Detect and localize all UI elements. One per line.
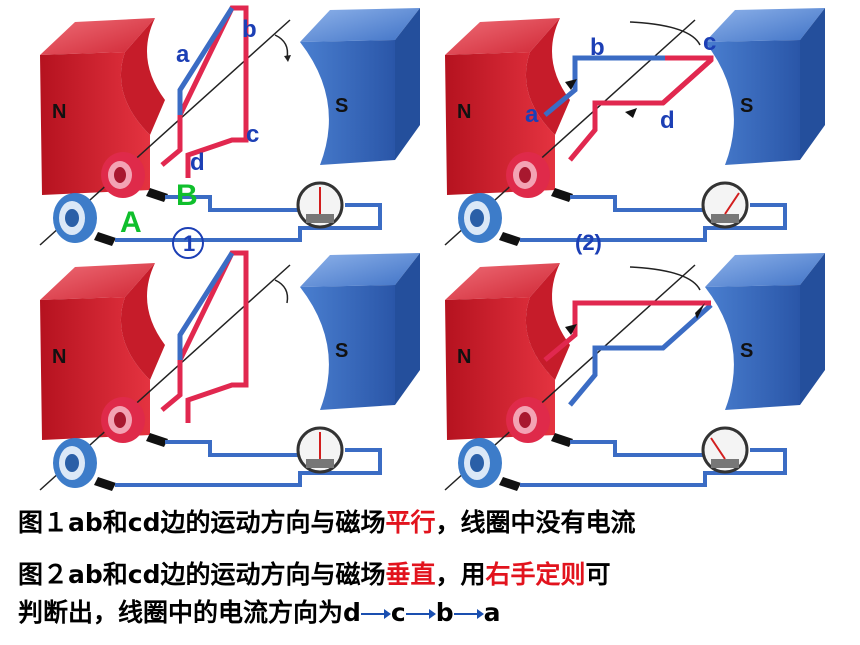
caption-1-highlight: 平行 (385, 508, 436, 537)
pole-s-3: S (335, 340, 348, 362)
caption-line-1: 图１ab和cd边的运动方向与磁场平行，线圈中没有电流 (18, 503, 636, 539)
label-a-2: a (525, 101, 539, 128)
panel-3: N S (38, 250, 420, 493)
figure-number-1-ring (172, 227, 204, 259)
sequence-d: d (343, 598, 361, 627)
panel-1: a b c d B A 1 N S (38, 5, 420, 259)
pole-s-4: S (740, 340, 753, 362)
pole-n-2: N (457, 101, 471, 123)
pole-s-2: S (740, 95, 753, 117)
label-ring-B: B (176, 179, 198, 212)
sequence-c: c (390, 598, 406, 627)
caption-1-prefix: 图１ab和cd边的运动方向与磁场 (18, 508, 386, 537)
meter-needle-2 (724, 192, 740, 215)
label-d-2: d (660, 107, 675, 134)
arrow-right-icon (405, 609, 436, 619)
figure-number-1: 1 (183, 231, 195, 256)
meter-needle-4 (710, 437, 726, 460)
arrow-right-icon (360, 609, 391, 619)
caption-2-suffix: 可 (585, 560, 611, 589)
pole-n-3: N (52, 346, 66, 368)
pole-n-4: N (457, 346, 471, 368)
caption-2-middle: ，用 (435, 560, 486, 589)
label-a-1: a (176, 41, 190, 68)
sequence-a: a (483, 598, 501, 627)
label-d-1: d (190, 149, 205, 176)
panel-2: a b c d (2) N S (443, 8, 825, 255)
label-c-2: c (703, 29, 716, 56)
figure-number-2: (2) (575, 230, 602, 255)
caption-2-prefix: 图２ab和cd边的运动方向与磁场 (18, 560, 386, 589)
panel-4: N S (443, 253, 825, 493)
caption-line-2: 图２ab和cd边的运动方向与磁场垂直，用右手定则可 (18, 555, 611, 591)
caption-2-highlight-1: 垂直 (385, 560, 436, 589)
arrow-right-icon (453, 609, 484, 619)
caption-3-prefix: 判断出，线圈中的电流方向为 (18, 598, 344, 627)
pole-s-1: S (335, 95, 348, 117)
caption-1-suffix: ，线圈中没有电流 (435, 508, 636, 537)
label-c-1: c (246, 121, 259, 148)
label-b-2: b (590, 34, 605, 61)
caption-2-highlight-2: 右手定则 (485, 560, 586, 589)
label-ring-A: A (120, 206, 142, 239)
pole-n-1: N (52, 101, 66, 123)
sequence-b: b (435, 598, 454, 627)
label-b-1: b (242, 16, 257, 43)
